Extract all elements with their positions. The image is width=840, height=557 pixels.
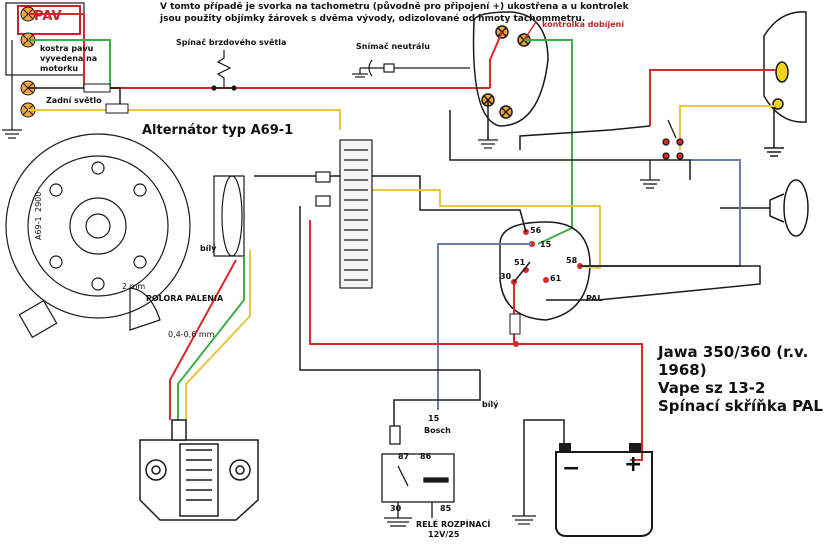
wire-black-battery <box>523 419 565 516</box>
terminal-56: 56 <box>530 226 542 235</box>
horn <box>720 179 809 237</box>
pal-label: PAL <box>586 294 603 303</box>
brake-switch <box>211 50 237 91</box>
wire-blue-pal <box>580 160 741 267</box>
alt-code-label: A69-1 <box>34 216 43 240</box>
wire-blue-horn <box>690 159 741 248</box>
wire-red-switch-left <box>309 220 514 345</box>
relay-86: 86 <box>420 452 432 461</box>
relay-87: 87 <box>398 452 410 461</box>
kontrolka-label: kontrolka dobíjení <box>542 20 625 29</box>
ground-battery <box>512 515 536 525</box>
neutral-sensor-label: Snímač neutrálu <box>356 42 430 51</box>
kostra-line1: kostra pavu <box>40 44 94 53</box>
kostra-line3: motorku <box>40 64 79 73</box>
battery-plus: + <box>624 452 643 477</box>
ground-tacho <box>478 139 498 149</box>
wire-black-alt-to-pal <box>254 175 527 233</box>
wire-yellow-mid <box>28 109 341 130</box>
title-line-4: Spínací skříňka PAL <box>658 397 823 415</box>
wire-black-alt-right <box>299 206 480 371</box>
terminal-51: 51 <box>514 258 526 267</box>
relay <box>381 425 455 527</box>
title-line-3: Vape sz 13-2 <box>658 379 766 397</box>
junction-red <box>513 341 519 347</box>
terminal-58: 58 <box>566 256 578 265</box>
wire-green-tacho <box>524 39 573 245</box>
mm-label: 2 mm <box>122 282 146 291</box>
terminal-61: 61 <box>550 274 562 283</box>
wire-black-pal-right <box>546 265 761 301</box>
wire-white-label-2: bílý <box>482 400 499 409</box>
relay-85: 85 <box>440 504 452 513</box>
diagram-title: Jawa 350/360 (r.v. 1968) Vape sz 13-2 Sp… <box>658 343 823 415</box>
alt-num-label: 2900 <box>34 191 43 212</box>
tachometer-unit <box>472 11 549 127</box>
wire-blue-bosch <box>437 243 532 410</box>
headlamp <box>763 11 807 157</box>
fuse <box>509 313 521 335</box>
wire-green-top <box>28 39 111 88</box>
bosch-15-label: 15 <box>428 414 440 423</box>
battery-minus: − <box>562 456 581 481</box>
wire-red-main <box>513 282 643 461</box>
left-bulbs <box>20 6 36 118</box>
ignition-coil <box>139 419 259 521</box>
connector-left-2 <box>105 103 129 114</box>
ground-left <box>2 40 22 139</box>
regulator <box>315 139 373 289</box>
title-line-2: 1968) <box>658 361 707 379</box>
battery <box>555 443 653 537</box>
wire-white-label-1: bílý <box>200 244 217 253</box>
pav-label-box <box>17 5 81 35</box>
gap-label: 0,4-0,6 mm <box>168 330 215 339</box>
polora-label: POLORA PÁLENIA <box>146 294 224 303</box>
wire-black-headlamp <box>519 125 651 150</box>
kostra-line2: vyvedena na <box>40 54 98 63</box>
zadni-svetlo-label: Zadní světlo <box>46 96 102 105</box>
neutral-sensor <box>352 59 470 78</box>
wire-yellow-headlamp <box>679 105 778 150</box>
wire-yellow-alt <box>185 250 251 420</box>
terminal-15: 15 <box>540 240 552 249</box>
wire-black-right-column <box>449 110 691 180</box>
relay-label-1: RELÉ ROZPÍNACÍ <box>416 520 491 529</box>
brake-switch-label: Spínač brzdového světla <box>176 38 287 47</box>
bosch-label: Bosch <box>424 426 451 435</box>
relay-label-2: 12V/25 <box>428 530 460 539</box>
title-line-1: Jawa 350/360 (r.v. <box>658 343 809 361</box>
wire-black-relay <box>393 370 481 426</box>
wire-red-tacho <box>489 31 503 88</box>
wire-red-alt <box>169 259 237 420</box>
alternator-label: Alternátor typ A69-1 <box>142 123 294 138</box>
top-note-line1: V tomto případě je svorka na tachometru … <box>160 2 629 12</box>
wire-red-headlamp <box>649 69 776 126</box>
pav-label: PAV <box>34 9 62 24</box>
dimmer-switch <box>640 119 684 189</box>
wire-yellow-pal <box>340 189 601 270</box>
wire-black-zadni <box>28 87 121 108</box>
connector-left-1 <box>83 83 111 93</box>
relay-30: 30 <box>390 504 402 513</box>
terminal-30: 30 <box>500 272 512 281</box>
top-note-line2: jsou použity objímky žárovek s dvěma výv… <box>160 14 586 24</box>
wire-green-alt <box>177 256 245 420</box>
wire-red-kontrolka <box>523 21 537 41</box>
